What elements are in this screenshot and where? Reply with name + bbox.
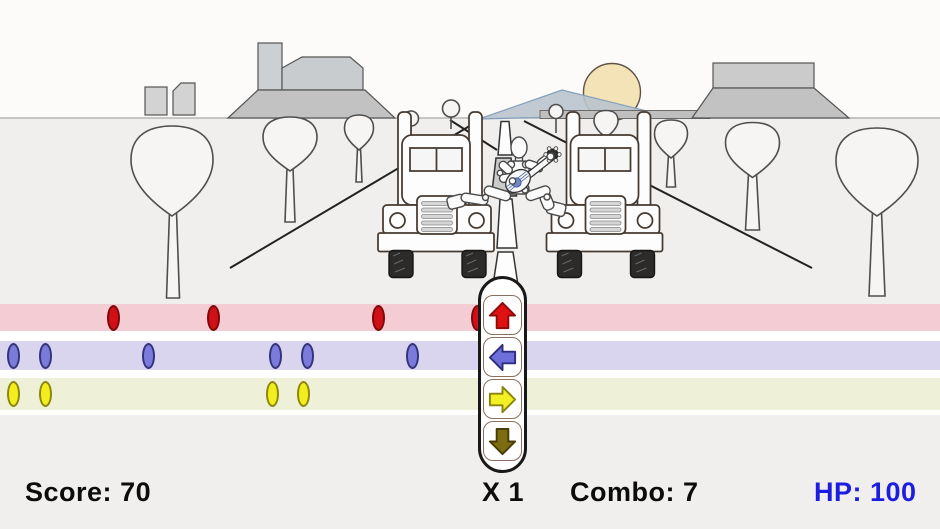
right-arrow-icon [488, 385, 517, 413]
up-arrow-icon [488, 301, 517, 329]
note-yellow [6, 381, 20, 407]
note-blue [300, 342, 314, 369]
lane-gap [0, 370, 940, 378]
lane-yellow [0, 378, 940, 410]
note-red [106, 304, 120, 331]
score-label: Score: [25, 477, 113, 507]
hit-capsule [478, 276, 527, 473]
buildings-right [690, 62, 851, 119]
lane-gap [0, 331, 940, 341]
hp-value: 100 [870, 477, 917, 507]
hp-display: HP: 100 [814, 477, 917, 508]
note-blue [405, 342, 419, 369]
hp-label: HP: [814, 477, 862, 507]
note-red [206, 304, 220, 331]
note-blue [6, 342, 20, 369]
note-red [371, 304, 385, 331]
left-button[interactable] [483, 337, 522, 377]
lane-red [0, 304, 940, 331]
combo-label: Combo: [570, 477, 675, 507]
buildings-left [144, 42, 397, 119]
lane-blue [0, 341, 940, 370]
note-yellow [38, 381, 52, 407]
trees [130, 99, 919, 299]
combo-display: Combo: 7 [570, 477, 699, 508]
note-yellow [296, 381, 310, 407]
guitar [505, 146, 562, 194]
lane-gap [0, 410, 940, 415]
left-arrow-icon [488, 343, 517, 371]
note-blue [141, 342, 155, 369]
down-button[interactable] [483, 421, 522, 461]
score-value: 70 [120, 477, 152, 507]
combo-value: 7 [683, 477, 699, 507]
note-blue [268, 342, 282, 369]
down-arrow-icon [488, 427, 517, 455]
score-display: Score: 70 [25, 477, 151, 508]
wall-bar [539, 110, 711, 119]
note-blue [38, 342, 52, 369]
up-button[interactable] [483, 295, 522, 335]
note-yellow [265, 381, 279, 407]
right-button[interactable] [483, 379, 522, 419]
multiplier-display: X 1 [482, 477, 525, 507]
